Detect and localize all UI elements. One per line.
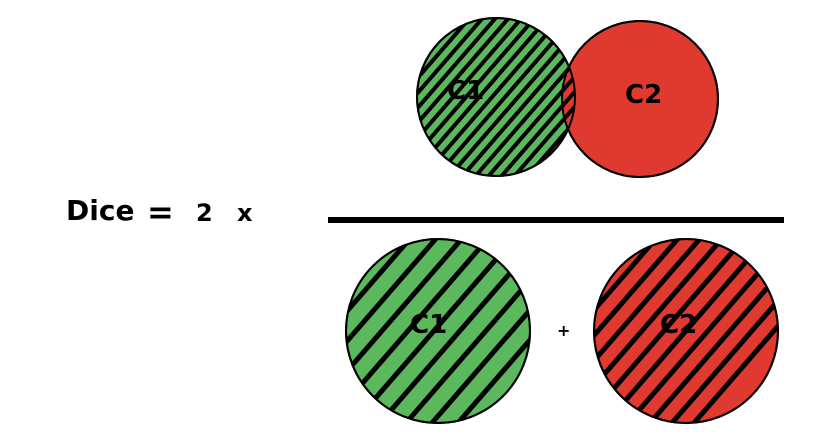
denominator-sum: C1 + C2 <box>70 207 779 436</box>
c2-hatch-line-16 <box>667 239 778 423</box>
c2-hatch-line-10 <box>594 239 753 423</box>
c1-label-numerator: C1 <box>447 76 484 106</box>
numerator-venn: C1 C2 <box>416 17 719 178</box>
times-sign: x <box>237 199 253 227</box>
intersection-hatch-line-17 <box>464 18 575 176</box>
c2-label-numerator: C2 <box>625 80 662 110</box>
c2-outline-numerator <box>561 20 719 178</box>
intersection-hatch-line-16 <box>451 18 575 176</box>
equals-sign: = <box>147 193 174 231</box>
c1-hatch-line-12 <box>379 239 530 423</box>
c2-hatch-line-9 <box>594 239 731 423</box>
plus-sign: + <box>557 321 570 340</box>
c1-hatch-line-6 <box>346 239 441 423</box>
intersection-hatch-line-19 <box>490 18 575 176</box>
c2-hatch-line-15 <box>645 239 778 423</box>
c1-hatch-line-13 <box>405 239 530 423</box>
intersection-hatch-line-1 <box>417 18 444 176</box>
c1-hatch-line-3 <box>346 239 363 423</box>
c2-hatch-line-8 <box>594 239 709 423</box>
c1-hatch-line-14 <box>431 239 530 423</box>
intersection-hatch-line-15 <box>438 18 575 176</box>
intersection-hatch-line-9 <box>417 18 548 176</box>
intersection-hatch-line-7 <box>417 18 522 176</box>
intersection-hatch-line-8 <box>417 18 535 176</box>
intersection-hatch-line-0 <box>417 18 431 176</box>
c1-hatch-line-0 <box>70 207 282 436</box>
c1-hatch-line-1 <box>96 207 308 436</box>
c1-outline-numerator <box>416 17 576 177</box>
c2-outline-denominator <box>593 238 779 424</box>
intersection-hatch-line-6 <box>417 18 509 176</box>
coefficient: 2 <box>196 199 213 227</box>
c2-label-denominator: C2 <box>660 310 697 340</box>
c1-hatch-line-2 <box>122 207 334 436</box>
intersection-hatch-line-18 <box>477 18 575 176</box>
c2-hatch-line-14 <box>623 239 778 423</box>
c1-outline-denominator <box>345 238 531 424</box>
c1-label-denominator: C1 <box>410 310 447 340</box>
c1-hatch-line-8 <box>346 239 493 423</box>
dice-label: Dice <box>66 194 134 227</box>
c1-hatch-line-7 <box>346 239 467 423</box>
